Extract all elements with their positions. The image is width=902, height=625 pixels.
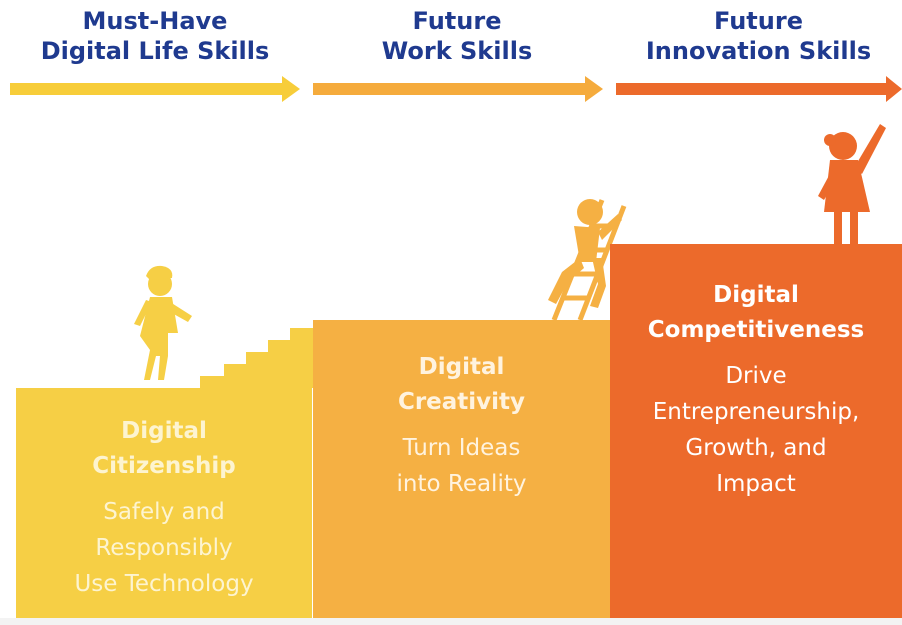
header-line2: Work Skills xyxy=(381,37,533,65)
arrow-right-icon xyxy=(616,76,902,102)
header-must-have: Must-Have Digital Life Skills xyxy=(10,6,300,66)
header-line2: Innovation Skills xyxy=(645,37,872,65)
pointing-child-icon xyxy=(818,124,886,244)
step-desc-line2: Entrepreneurship, xyxy=(652,399,860,425)
header-line2: Digital Life Skills xyxy=(40,37,270,65)
step-title-line1: Digital xyxy=(713,282,799,308)
header-line1: Future xyxy=(714,7,803,35)
step-description: Drive Entrepreneurship, Growth, and Impa… xyxy=(610,358,902,502)
step-desc-line1: Safely and xyxy=(103,499,225,525)
step-desc-line2: into Reality xyxy=(396,471,527,497)
step-digital-creativity: Digital Creativity Turn Ideas into Reali… xyxy=(313,320,610,618)
arrow-right-icon xyxy=(10,76,300,102)
walking-child-icon xyxy=(134,265,192,380)
step-digital-citizenship: Digital Citizenship Safely and Responsib… xyxy=(16,388,312,618)
footer-divider xyxy=(0,618,902,625)
header-line1: Future xyxy=(412,7,502,35)
step-title-line2: Creativity xyxy=(397,389,526,415)
step-title: Digital Creativity xyxy=(313,350,610,420)
step-digital-competitiveness: Digital Competitiveness Drive Entreprene… xyxy=(610,244,902,618)
header-future-innovation: Future Innovation Skills xyxy=(615,6,902,66)
step-desc-line1: Turn Ideas xyxy=(402,435,521,461)
step-desc-line2: Responsibly xyxy=(95,535,233,561)
step-title-line2: Competitiveness xyxy=(647,317,865,343)
step-desc-line1: Drive xyxy=(725,363,787,389)
step-desc-line3: Growth, and xyxy=(685,435,827,461)
step-desc-line3: Use Technology xyxy=(74,571,254,597)
arrow-right-icon xyxy=(313,76,603,102)
step-title: Digital Citizenship xyxy=(16,414,312,484)
climbing-child-icon xyxy=(548,199,622,308)
step-title-line2: Citizenship xyxy=(92,453,236,479)
step-title-line1: Digital xyxy=(121,418,207,444)
stairs-icon xyxy=(200,328,313,388)
step-title: Digital Competitiveness xyxy=(610,278,902,348)
step-description: Turn Ideas into Reality xyxy=(313,430,610,502)
header-line1: Must-Have xyxy=(82,7,228,35)
header-future-work: Future Work Skills xyxy=(312,6,602,66)
step-description: Safely and Responsibly Use Technology xyxy=(16,494,312,602)
step-title-line1: Digital xyxy=(418,354,505,380)
step-desc-line4: Impact xyxy=(716,471,796,497)
